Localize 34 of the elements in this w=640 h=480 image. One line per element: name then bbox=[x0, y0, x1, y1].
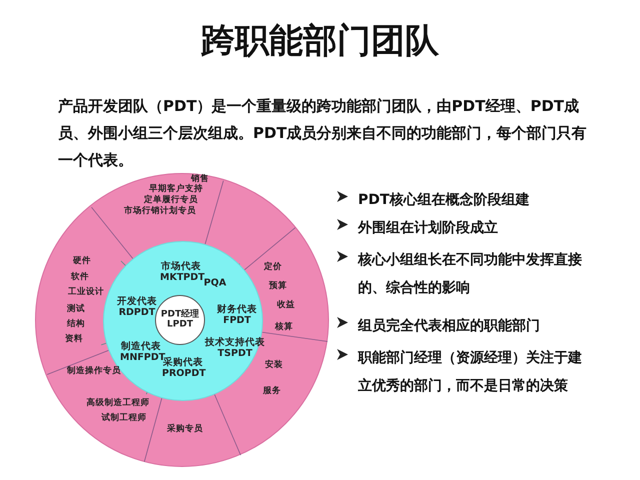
ring-label: 市场行销计划专员 bbox=[124, 207, 196, 217]
ring-label: 早期客户支持 bbox=[149, 185, 203, 194]
ring-label: 服务 bbox=[263, 387, 281, 397]
role-label: 财务代表 FPDT bbox=[216, 305, 258, 327]
ring-label: 制造操作专员 bbox=[67, 367, 121, 377]
ring-label: 采购专员 bbox=[167, 425, 203, 435]
ring-label: 试制工程师 bbox=[102, 414, 146, 424]
ring-label: 收益 bbox=[277, 301, 295, 311]
ring-label: 预算 bbox=[269, 282, 287, 292]
role-label: 采购代表 PROPDT bbox=[162, 358, 204, 380]
ring-label: 定价 bbox=[264, 263, 282, 273]
intro-paragraph: 产品开发团队（PDT）是一个重量级的跨功能部门团队，由PDT经理、PDT成员、外围小组三个层次组成。PDT成员分别来自不同的功能部门，每个部门只有一个代表。 bbox=[58, 96, 588, 171]
ring-label: 结构 bbox=[67, 320, 85, 330]
ring-label: 硬件 bbox=[73, 257, 91, 267]
ring-label: 工业设计 bbox=[68, 288, 104, 298]
ring-label: 安装 bbox=[265, 361, 283, 371]
ring-label: 软件 bbox=[71, 273, 89, 283]
role-label: PDT经理 LPDT bbox=[160, 310, 200, 330]
bullet-text: 外围组在计划阶段成立 bbox=[358, 218, 499, 238]
role-label: 市场代表 MKTPDT bbox=[160, 262, 202, 283]
ring-label: 测试 bbox=[67, 305, 85, 315]
role-label: 开发代表 RDPDT bbox=[116, 297, 158, 319]
bullet-text: 职能部门经理（资源经理）关注于建立优秀的部门，而不是日常的决策 bbox=[358, 348, 583, 396]
bullet-text: 核心小组组长在不同功能中发挥直接的、综合性的影响 bbox=[358, 250, 583, 298]
ring-label: 销售 bbox=[191, 175, 209, 184]
role-label: PQA bbox=[204, 278, 226, 290]
ring-label: 高级制造工程师 bbox=[86, 399, 150, 409]
bullet-text: 组员完全代表相应的职能部门 bbox=[358, 316, 541, 336]
role-label: 技术支持代表 TSPDT bbox=[204, 338, 265, 360]
ring-label: 定单履行专员 bbox=[144, 196, 198, 206]
ring-label: 资料 bbox=[65, 335, 83, 345]
bullet-text: PDT核心组在概念阶段组建 bbox=[358, 190, 530, 210]
title: 跨职能部门团队 bbox=[200, 20, 440, 63]
ring-label: 核算 bbox=[275, 323, 293, 333]
